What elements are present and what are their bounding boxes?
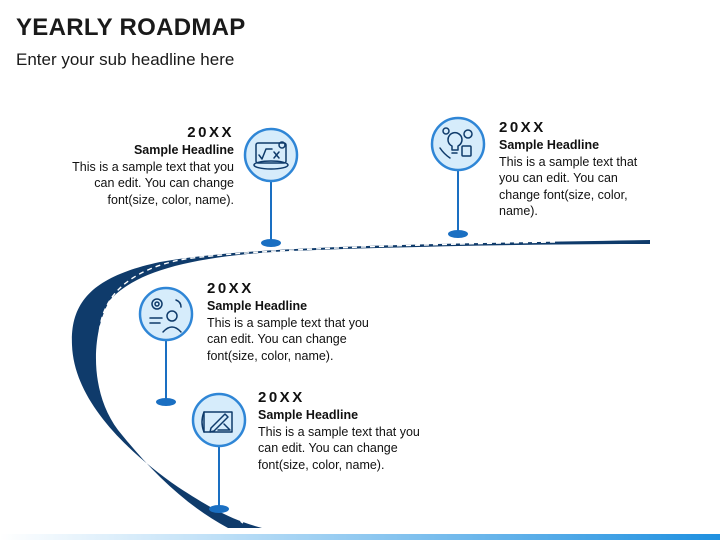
milestone-body-line: change font(size, color, — [499, 187, 628, 202]
milestone-year: 20XX — [499, 119, 546, 136]
milestone-body-line: font(size, color, name). — [107, 192, 234, 207]
milestone-body-line: font(size, color, name). — [258, 457, 385, 472]
milestone-pin-1 — [243, 127, 299, 247]
milestone-year: 20XX — [207, 280, 254, 297]
milestone-year: 20XX — [258, 389, 305, 406]
milestone-headline: Sample Headline — [499, 138, 600, 152]
milestone-pin-3 — [138, 286, 194, 406]
math-formula-icon — [253, 141, 289, 170]
milestone-2-text: 20XX Sample Headline This is a sample te… — [499, 119, 669, 220]
milestone-body-line: you can edit. You can — [499, 171, 618, 185]
milestone-1-text: 20XX Sample Headline This is a sample te… — [40, 124, 234, 208]
milestone-pin-2 — [430, 116, 486, 238]
page-subtitle: Enter your sub headline here — [16, 50, 235, 69]
milestone-body-line: can edit. You can change — [258, 441, 398, 455]
milestone-body-line: This is a sample text that you — [72, 159, 234, 174]
milestone-headline: Sample Headline — [207, 299, 308, 313]
milestone-body-line: This is a sample text that you — [258, 424, 420, 439]
person-settings-icon — [149, 298, 182, 333]
milestone-3-text: 20XX Sample Headline This is a sample te… — [207, 280, 407, 364]
milestone-body-line: can edit. You can change — [94, 176, 234, 190]
bottom-accent-bar — [0, 534, 720, 540]
milestone-body-line: name). — [499, 204, 538, 218]
idea-gears-icon — [439, 127, 473, 159]
milestone-body-line: This is a sample text that you — [207, 315, 369, 330]
page-title: YEARLY ROADMAP — [16, 14, 246, 41]
blueprint-pencil-icon — [201, 411, 233, 433]
milestone-headline: Sample Headline — [133, 143, 234, 157]
milestone-4-text: 20XX Sample Headline This is a sample te… — [258, 389, 458, 473]
milestone-year: 20XX — [187, 124, 234, 141]
milestone-body-line: This is a sample text that — [499, 154, 638, 169]
milestone-headline: Sample Headline — [258, 408, 359, 422]
milestone-body-line: font(size, color, name). — [207, 348, 334, 363]
milestone-body-line: can edit. You can change — [207, 332, 347, 346]
